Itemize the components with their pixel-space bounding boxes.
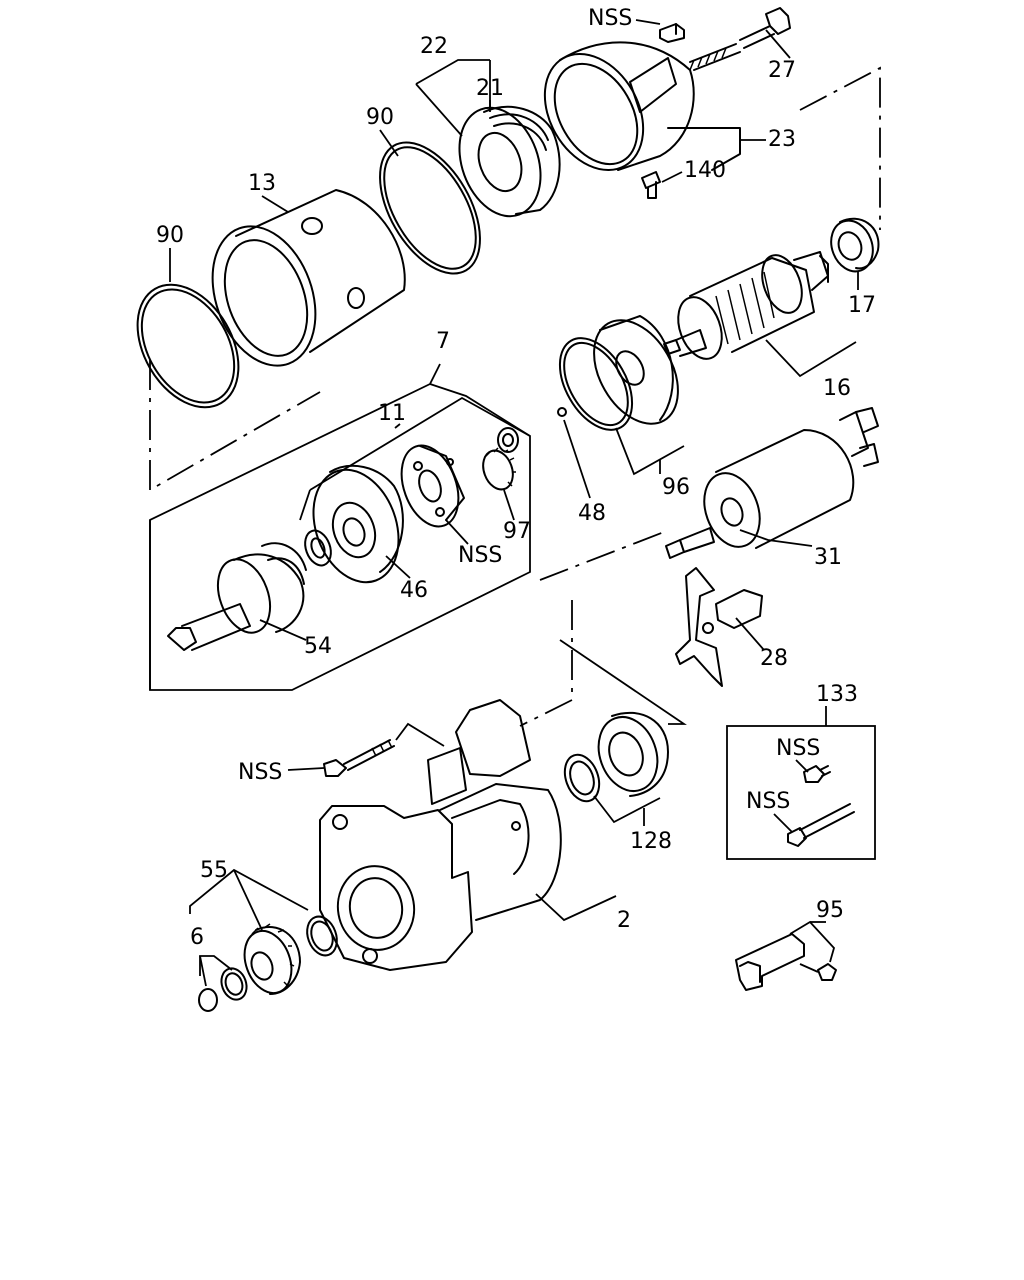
box-133 [726,706,876,860]
pinion-shaft-54 [167,542,307,651]
label-140: 140 [684,158,726,183]
label-16: 16 [823,376,851,401]
steel-ball-48 [557,407,591,499]
clutch-plate-nss [400,444,469,545]
label-95: 95 [816,898,844,923]
label-28: 28 [760,646,788,671]
bracket-95 [735,920,837,991]
label-90-upper: 90 [366,105,394,130]
screw-140 [641,171,683,199]
magnetic-switch-31 [665,407,879,559]
pinion-55 [189,868,338,995]
nss-screw-top [635,19,685,43]
bolt-nss-left [287,722,445,777]
rear-cover-23 [543,41,766,172]
label-nss-box2: NSS [746,789,790,814]
box-7 [149,363,531,691]
label-97: 97 [503,519,531,544]
label-27: 27 [768,58,796,83]
label-nss-mid: NSS [458,543,502,568]
box-11 [299,396,531,521]
label-46: 46 [400,578,428,603]
yoke-13 [211,189,406,367]
front-housing-2 [319,699,617,971]
label-22: 22 [420,34,448,59]
label-17: 17 [848,293,876,318]
label-23: 23 [768,127,796,152]
label-54: 54 [304,634,332,659]
stop-ring-6 [198,955,248,1012]
label-nss-top: NSS [588,6,632,31]
label-13: 13 [248,171,276,196]
o-ring-90-lower [136,248,240,409]
label-96: 96 [662,475,690,500]
label-7: 7 [436,329,450,354]
label-nss-bolt: NSS [238,760,282,785]
label-133: 133 [816,682,858,707]
label-2: 2 [617,908,631,933]
bearing-17 [830,217,880,290]
shift-lever-28 [675,567,765,687]
label-11: 11 [378,401,406,426]
o-ring-90-upper [379,129,481,275]
label-nss-box1: NSS [776,736,820,761]
label-6: 6 [190,925,204,950]
overrunning-clutch-46 [304,464,411,584]
armature-16 [663,251,857,378]
label-31: 31 [814,545,842,570]
through-bolt-27 [689,7,791,71]
brush-holder-21 [415,59,561,218]
label-90-lower: 90 [156,223,184,248]
assembly-axis-lines [149,66,881,727]
pinion-gear-97 [482,427,519,521]
label-48: 48 [578,501,606,526]
label-128: 128 [630,829,672,854]
plate-96 [558,315,685,476]
bearing-128 [559,639,687,826]
